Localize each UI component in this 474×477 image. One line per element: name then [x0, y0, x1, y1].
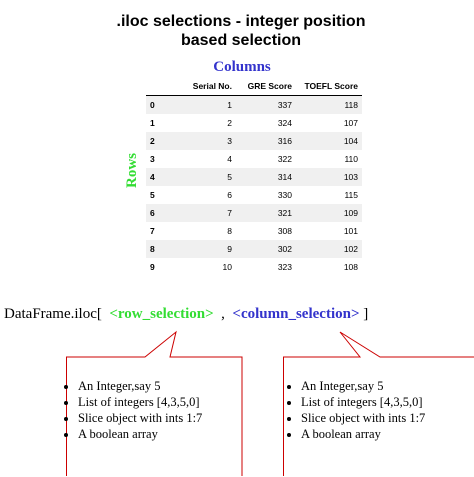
cell-serial: 10 — [222, 262, 232, 272]
cell-gre: 330 — [277, 190, 292, 200]
cell-serial: 3 — [227, 136, 232, 146]
left-callout-outline — [66, 330, 243, 476]
list-item: List of integers [4,3,5,0] — [301, 394, 425, 410]
list-item: Slice object with ints 1:7 — [78, 410, 202, 426]
cell-serial: 2 — [227, 118, 232, 128]
cell-index: 6 — [150, 208, 155, 218]
cell-gre: 316 — [277, 136, 292, 146]
cell-toefl: 109 — [343, 208, 358, 218]
page-title: .iloc selections - integer position base… — [60, 12, 422, 50]
cell-serial: 5 — [227, 172, 232, 182]
table-row: 6 7 321 109 — [146, 204, 362, 222]
cell-toefl: 115 — [344, 190, 358, 200]
cell-serial: 4 — [227, 154, 232, 164]
header-serial-no: Serial No. — [172, 76, 236, 96]
cell-toefl: 118 — [344, 100, 358, 110]
column-selection-label: <column_selection> — [232, 306, 360, 322]
header-toefl-score: TOEFL Score — [296, 76, 362, 96]
cell-index: 8 — [150, 244, 155, 254]
list-item: A boolean array — [78, 426, 202, 442]
left-callout-text: An Integer,say 5List of integers [4,3,5,… — [60, 378, 202, 442]
table-row: 5 6 330 115 — [146, 186, 362, 204]
cell-toefl: 108 — [343, 262, 358, 272]
iloc-suffix: ] — [363, 306, 369, 322]
list-item: An Integer,say 5 — [301, 378, 425, 394]
cell-gre: 321 — [277, 208, 292, 218]
cell-toefl: 103 — [343, 172, 358, 182]
table-row: 2 3 316 104 — [146, 132, 362, 150]
cell-index: 1 — [150, 118, 155, 128]
cell-toefl: 101 — [343, 226, 358, 236]
list-item: List of integers [4,3,5,0] — [78, 394, 202, 410]
cell-toefl: 102 — [343, 244, 358, 254]
index-header — [146, 76, 172, 96]
cell-gre: 337 — [277, 100, 292, 110]
cell-toefl: 107 — [343, 118, 358, 128]
cell-index: 5 — [150, 190, 155, 200]
row-selection-options: An Integer,say 5List of integers [4,3,5,… — [60, 378, 202, 442]
right-callout-outline — [283, 331, 474, 476]
cell-serial: 1 — [227, 100, 232, 110]
cell-index: 4 — [150, 172, 155, 182]
list-item: A boolean array — [301, 426, 425, 442]
iloc-separator: , — [221, 306, 225, 322]
cell-gre: 308 — [277, 226, 292, 236]
table-row: 3 4 322 110 — [146, 150, 362, 168]
cell-serial: 8 — [227, 226, 232, 236]
table-row: 8 9 302 102 — [146, 240, 362, 258]
cell-gre: 323 — [277, 262, 292, 272]
table-row: 9 10 323 108 — [146, 258, 362, 276]
cell-index: 7 — [150, 226, 155, 236]
iloc-syntax: DataFrame.iloc[ <row_selection> , <colum… — [4, 306, 368, 323]
cell-serial: 6 — [227, 190, 232, 200]
columns-label: Columns — [213, 59, 271, 75]
cell-index: 9 — [150, 262, 155, 272]
cell-index: 0 — [150, 100, 155, 110]
row-selection-label: <row_selection> — [109, 306, 214, 322]
cell-gre: 324 — [277, 118, 292, 128]
cell-index: 3 — [150, 154, 155, 164]
table-row: 1 2 324 107 — [146, 114, 362, 132]
cell-toefl: 110 — [344, 154, 358, 164]
table-header-row: Serial No. GRE Score TOEFL Score — [146, 76, 362, 96]
table-row: 0 1 337 118 — [146, 95, 362, 114]
right-callout-text: An Integer,say 5List of integers [4,3,5,… — [283, 378, 425, 442]
cell-serial: 7 — [227, 208, 232, 218]
iloc-prefix: DataFrame.iloc[ — [4, 306, 102, 322]
cell-gre: 302 — [277, 244, 292, 254]
title-line-2: based selection — [180, 32, 302, 49]
list-item: Slice object with ints 1:7 — [301, 410, 425, 426]
cell-gre: 322 — [277, 154, 292, 164]
cell-toefl: 104 — [343, 136, 358, 146]
title-line-1: .iloc selections - integer position — [116, 13, 366, 30]
cell-index: 2 — [150, 136, 155, 146]
table-row: 7 8 308 101 — [146, 222, 362, 240]
column-selection-options: An Integer,say 5List of integers [4,3,5,… — [283, 378, 425, 442]
header-gre-score: GRE Score — [236, 76, 296, 96]
cell-serial: 9 — [227, 244, 232, 254]
cell-gre: 314 — [277, 172, 292, 182]
table-row: 4 5 314 103 — [146, 168, 362, 186]
list-item: An Integer,say 5 — [78, 378, 202, 394]
